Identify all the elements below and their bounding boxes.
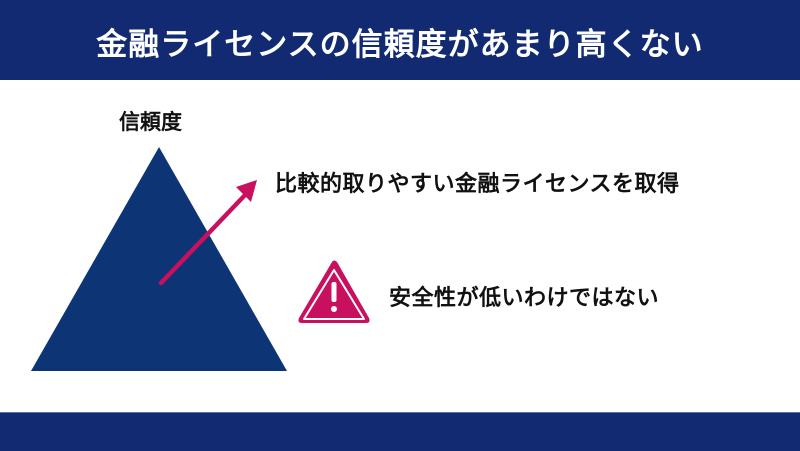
header-bar: 金融ライセンスの信頼度があまり高くない <box>0 0 800 80</box>
warning-triangle-icon <box>298 260 370 323</box>
footer-bar <box>0 412 800 451</box>
page-title: 金融ライセンスの信頼度があまり高くない <box>96 26 704 63</box>
arrow-point-text: 比較的取りやすい金融ライセンスを取得 <box>275 172 680 197</box>
warning-point-text: 安全性が低いわけではない <box>389 286 660 311</box>
pyramid-label: 信頼度 <box>119 110 182 134</box>
arrow-up-right-icon <box>158 180 257 286</box>
pyramid-triangle <box>31 147 287 371</box>
